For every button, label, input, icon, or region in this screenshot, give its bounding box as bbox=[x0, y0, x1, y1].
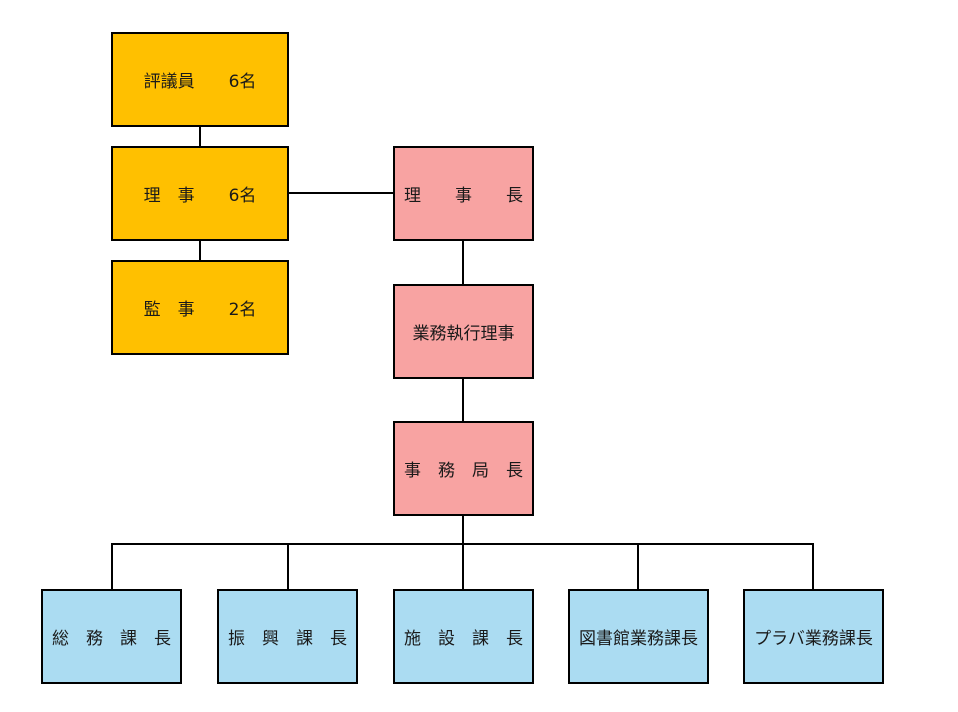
section-drop-general-affairs bbox=[111, 543, 113, 589]
council-label: 評議員 6名 bbox=[143, 72, 257, 92]
executive-secretary-connector bbox=[462, 378, 464, 421]
council-board-connector bbox=[199, 126, 201, 146]
chairman-executive-connector bbox=[462, 240, 464, 284]
section-box-facilities: 施 設 課 長 bbox=[393, 589, 534, 684]
section-label: プラバ業務課長 bbox=[754, 629, 873, 649]
chairman-label: 理 事 長 bbox=[404, 186, 523, 206]
council-box: 評議員 6名 bbox=[111, 32, 289, 127]
secretary-bus-connector bbox=[462, 515, 464, 545]
section-label: 総 務 課 長 bbox=[52, 629, 171, 649]
board-box: 理 事 6名 bbox=[111, 146, 289, 241]
section-box-planetarium: プラバ業務課長 bbox=[743, 589, 884, 684]
section-label: 振 興 課 長 bbox=[228, 629, 347, 649]
section-box-general-affairs: 総 務 課 長 bbox=[41, 589, 182, 684]
section-drop-planetarium bbox=[812, 543, 814, 589]
section-label: 施 設 課 長 bbox=[404, 629, 523, 649]
section-drop-library bbox=[637, 543, 639, 589]
section-label: 図書館業務課長 bbox=[579, 629, 698, 649]
secretary-general-box: 事 務 局 長 bbox=[393, 421, 534, 516]
executive-director-label: 業務執行理事 bbox=[412, 324, 515, 344]
auditors-label: 監 事 2名 bbox=[143, 300, 257, 320]
section-drop-facilities bbox=[462, 543, 464, 589]
secretary-general-label: 事 務 局 長 bbox=[404, 461, 523, 481]
section-box-promotion: 振 興 課 長 bbox=[217, 589, 358, 684]
section-box-library: 図書館業務課長 bbox=[568, 589, 709, 684]
board-chairman-connector bbox=[288, 192, 393, 194]
board-auditors-connector bbox=[199, 240, 201, 260]
executive-director-box: 業務執行理事 bbox=[393, 284, 534, 379]
section-drop-promotion bbox=[287, 543, 289, 589]
auditors-box: 監 事 2名 bbox=[111, 260, 289, 355]
board-label: 理 事 6名 bbox=[143, 186, 257, 206]
chairman-box: 理 事 長 bbox=[393, 146, 534, 241]
